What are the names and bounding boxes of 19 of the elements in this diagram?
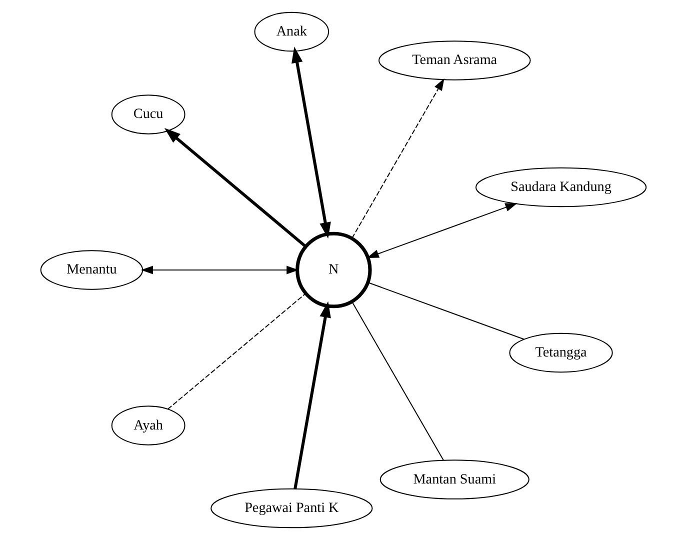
node-ellipse: Cucu — [111, 94, 186, 134]
arrow — [352, 78, 444, 238]
node-circle: N — [296, 232, 372, 308]
arrow — [292, 46, 331, 239]
node-ellipse: Saudara Kandung — [475, 167, 647, 208]
connector — [368, 282, 524, 340]
arrow — [294, 301, 331, 490]
arrow — [140, 266, 299, 274]
arrow — [366, 203, 518, 258]
node-ellipse: Mantan Suami — [380, 460, 530, 500]
node-ellipse: Tetangga — [509, 332, 613, 373]
connector — [352, 302, 444, 460]
node-ellipse: Ayah — [111, 406, 186, 446]
connector — [167, 293, 306, 410]
arrow — [164, 128, 306, 248]
node-ellipse: Pegawai Panti K — [210, 488, 373, 528]
node-ellipse: Anak — [254, 12, 330, 52]
node-ellipse: Teman Asrama — [378, 40, 531, 80]
node-ellipse: Menantu — [40, 250, 144, 290]
